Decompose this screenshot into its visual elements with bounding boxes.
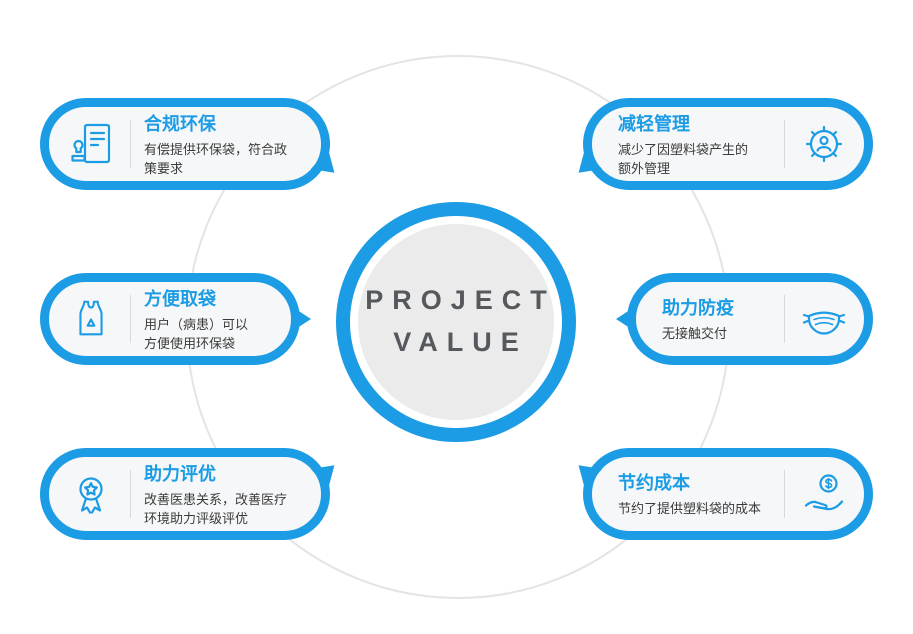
card-title: 减轻管理 bbox=[618, 113, 690, 134]
hand-coin-icon bbox=[798, 470, 850, 518]
card-compliance: 合规环保 有偿提供环保袋，符合政 策要求 bbox=[40, 98, 344, 190]
divider bbox=[130, 295, 131, 343]
divider bbox=[784, 120, 785, 168]
stamp-document-icon bbox=[65, 120, 117, 168]
center-title: PROJECT VALUE bbox=[356, 280, 556, 364]
divider bbox=[784, 295, 785, 343]
card-convenience-pointer bbox=[291, 306, 311, 332]
card-title: 合规环保 bbox=[144, 113, 216, 134]
card-evaluation: 助力评优 改善医患关系，改善医疗 环境助力评级评优 bbox=[40, 448, 344, 540]
card-title: 方便取袋 bbox=[144, 288, 216, 309]
card-convenience: 方便取袋 用户（病患）可以 方便使用环保袋 bbox=[40, 273, 311, 365]
card-epidemic: 助力防疫 无接触交付 bbox=[616, 273, 873, 365]
card-desc: 用户（病患）可以 方便使用环保袋 bbox=[144, 316, 249, 352]
divider bbox=[130, 120, 131, 168]
center-circle: PROJECT VALUE bbox=[336, 202, 576, 442]
card-desc: 改善医患关系，改善医疗 环境助力评级评优 bbox=[144, 491, 288, 527]
card-title: 助力防疫 bbox=[662, 298, 734, 319]
center-title-line1: PROJECT bbox=[365, 285, 556, 316]
face-mask-icon bbox=[798, 295, 850, 343]
center-circle-gap: PROJECT VALUE bbox=[350, 216, 562, 428]
card-management: 减轻管理 减少了因塑料袋产生的 额外管理 bbox=[569, 98, 873, 190]
card-epidemic-pointer bbox=[616, 306, 636, 332]
card-desc: 有偿提供环保袋，符合政 策要求 bbox=[144, 141, 288, 177]
card-desc: 节约了提供塑料袋的成本 bbox=[618, 501, 762, 517]
divider bbox=[130, 470, 131, 518]
card-desc: 减少了因塑料袋产生的 额外管理 bbox=[618, 141, 749, 177]
award-medal-icon bbox=[65, 470, 117, 518]
card-title: 节约成本 bbox=[618, 473, 690, 494]
gear-user-icon bbox=[798, 120, 850, 168]
divider bbox=[784, 470, 785, 518]
eco-bag-recycle-icon bbox=[65, 296, 117, 342]
center-title-line2: VALUE bbox=[393, 327, 528, 357]
center-circle-fill: PROJECT VALUE bbox=[358, 224, 554, 420]
card-cost: 节约成本 节约了提供塑料袋的成本 bbox=[569, 448, 873, 540]
card-desc: 无接触交付 bbox=[662, 326, 728, 342]
card-title: 助力评优 bbox=[144, 463, 216, 484]
